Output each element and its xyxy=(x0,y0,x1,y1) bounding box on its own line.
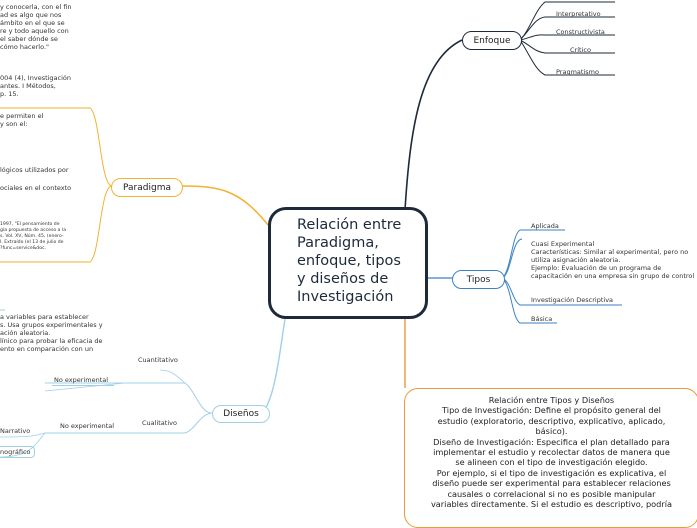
note-line: estudio (exploratorio, descriptivo, expl… xyxy=(437,415,666,426)
etnografico-label[interactable]: nográfico xyxy=(0,446,35,458)
enfoque-item-constructivista[interactable]: Constructivista xyxy=(556,28,605,36)
central-line: Relación entre xyxy=(297,217,402,233)
enfoque-node[interactable]: Enfoque xyxy=(462,31,522,50)
cuantitativo-label[interactable]: Cuantitativo xyxy=(138,356,178,364)
tipos-item-descriptiva[interactable]: Investigación Descriptiva xyxy=(531,296,614,304)
note-line: variables directamente. Si el estudio es… xyxy=(430,499,673,510)
central-line: enfoque, tipos xyxy=(297,253,401,269)
narrativo-label[interactable]: Narrativo xyxy=(0,427,31,435)
note-line: causales o correlacional si no es posibl… xyxy=(447,488,656,499)
paradigma-body-2: lógicos utilizados por xyxy=(0,166,69,174)
note-line: implementar el estudio y recolectar dato… xyxy=(433,447,670,458)
note-line: se alineen con el tipo de investigación … xyxy=(455,457,648,468)
relacion-tipos-disenos-note[interactable]: Relación entre Tipos y Diseños Tipo de I… xyxy=(404,388,697,528)
central-line: Investigación xyxy=(297,289,394,305)
cualitativo-label[interactable]: Cualitativo xyxy=(142,419,177,427)
enfoque-item-critico[interactable]: Crítico xyxy=(570,46,591,54)
enfoque-item-interpretativo[interactable]: Interpretativo xyxy=(556,10,601,18)
enfoque-item-pragmatismo[interactable]: Pragmatismo xyxy=(556,68,599,76)
disenos-node[interactable]: Diseños xyxy=(212,405,270,423)
note-line: Tipo de Investigación: Define el propósi… xyxy=(442,405,661,416)
note-line: Relación entre Tipos y Diseños xyxy=(488,395,615,405)
central-topic[interactable]: Relación entre Paradigma, enfoque, tipos… xyxy=(268,207,428,319)
note-line: Diseño de Investigación: Especifica el p… xyxy=(433,436,670,447)
tipos-item-aplicada[interactable]: Aplicada xyxy=(531,222,559,230)
no-experimental-cualitativo[interactable]: No experimental xyxy=(60,422,115,430)
note-line: Por ejemplo, si el tipo de investigación… xyxy=(436,467,667,478)
no-experimental-cuantitativo[interactable]: No experimental xyxy=(52,376,115,386)
paradigma-body-3: ociales en el contexto xyxy=(0,184,72,192)
central-line: Paradigma, xyxy=(297,235,379,251)
note-line: diseño puede ser experimental para estab… xyxy=(432,478,671,489)
central-line: y diseños de xyxy=(297,271,389,287)
note-line: básico). xyxy=(535,426,568,437)
tipos-node[interactable]: Tipos xyxy=(452,270,505,289)
tipos-item-basica[interactable]: Básica xyxy=(531,315,553,323)
paradigma-node[interactable]: Paradigma xyxy=(111,178,183,197)
